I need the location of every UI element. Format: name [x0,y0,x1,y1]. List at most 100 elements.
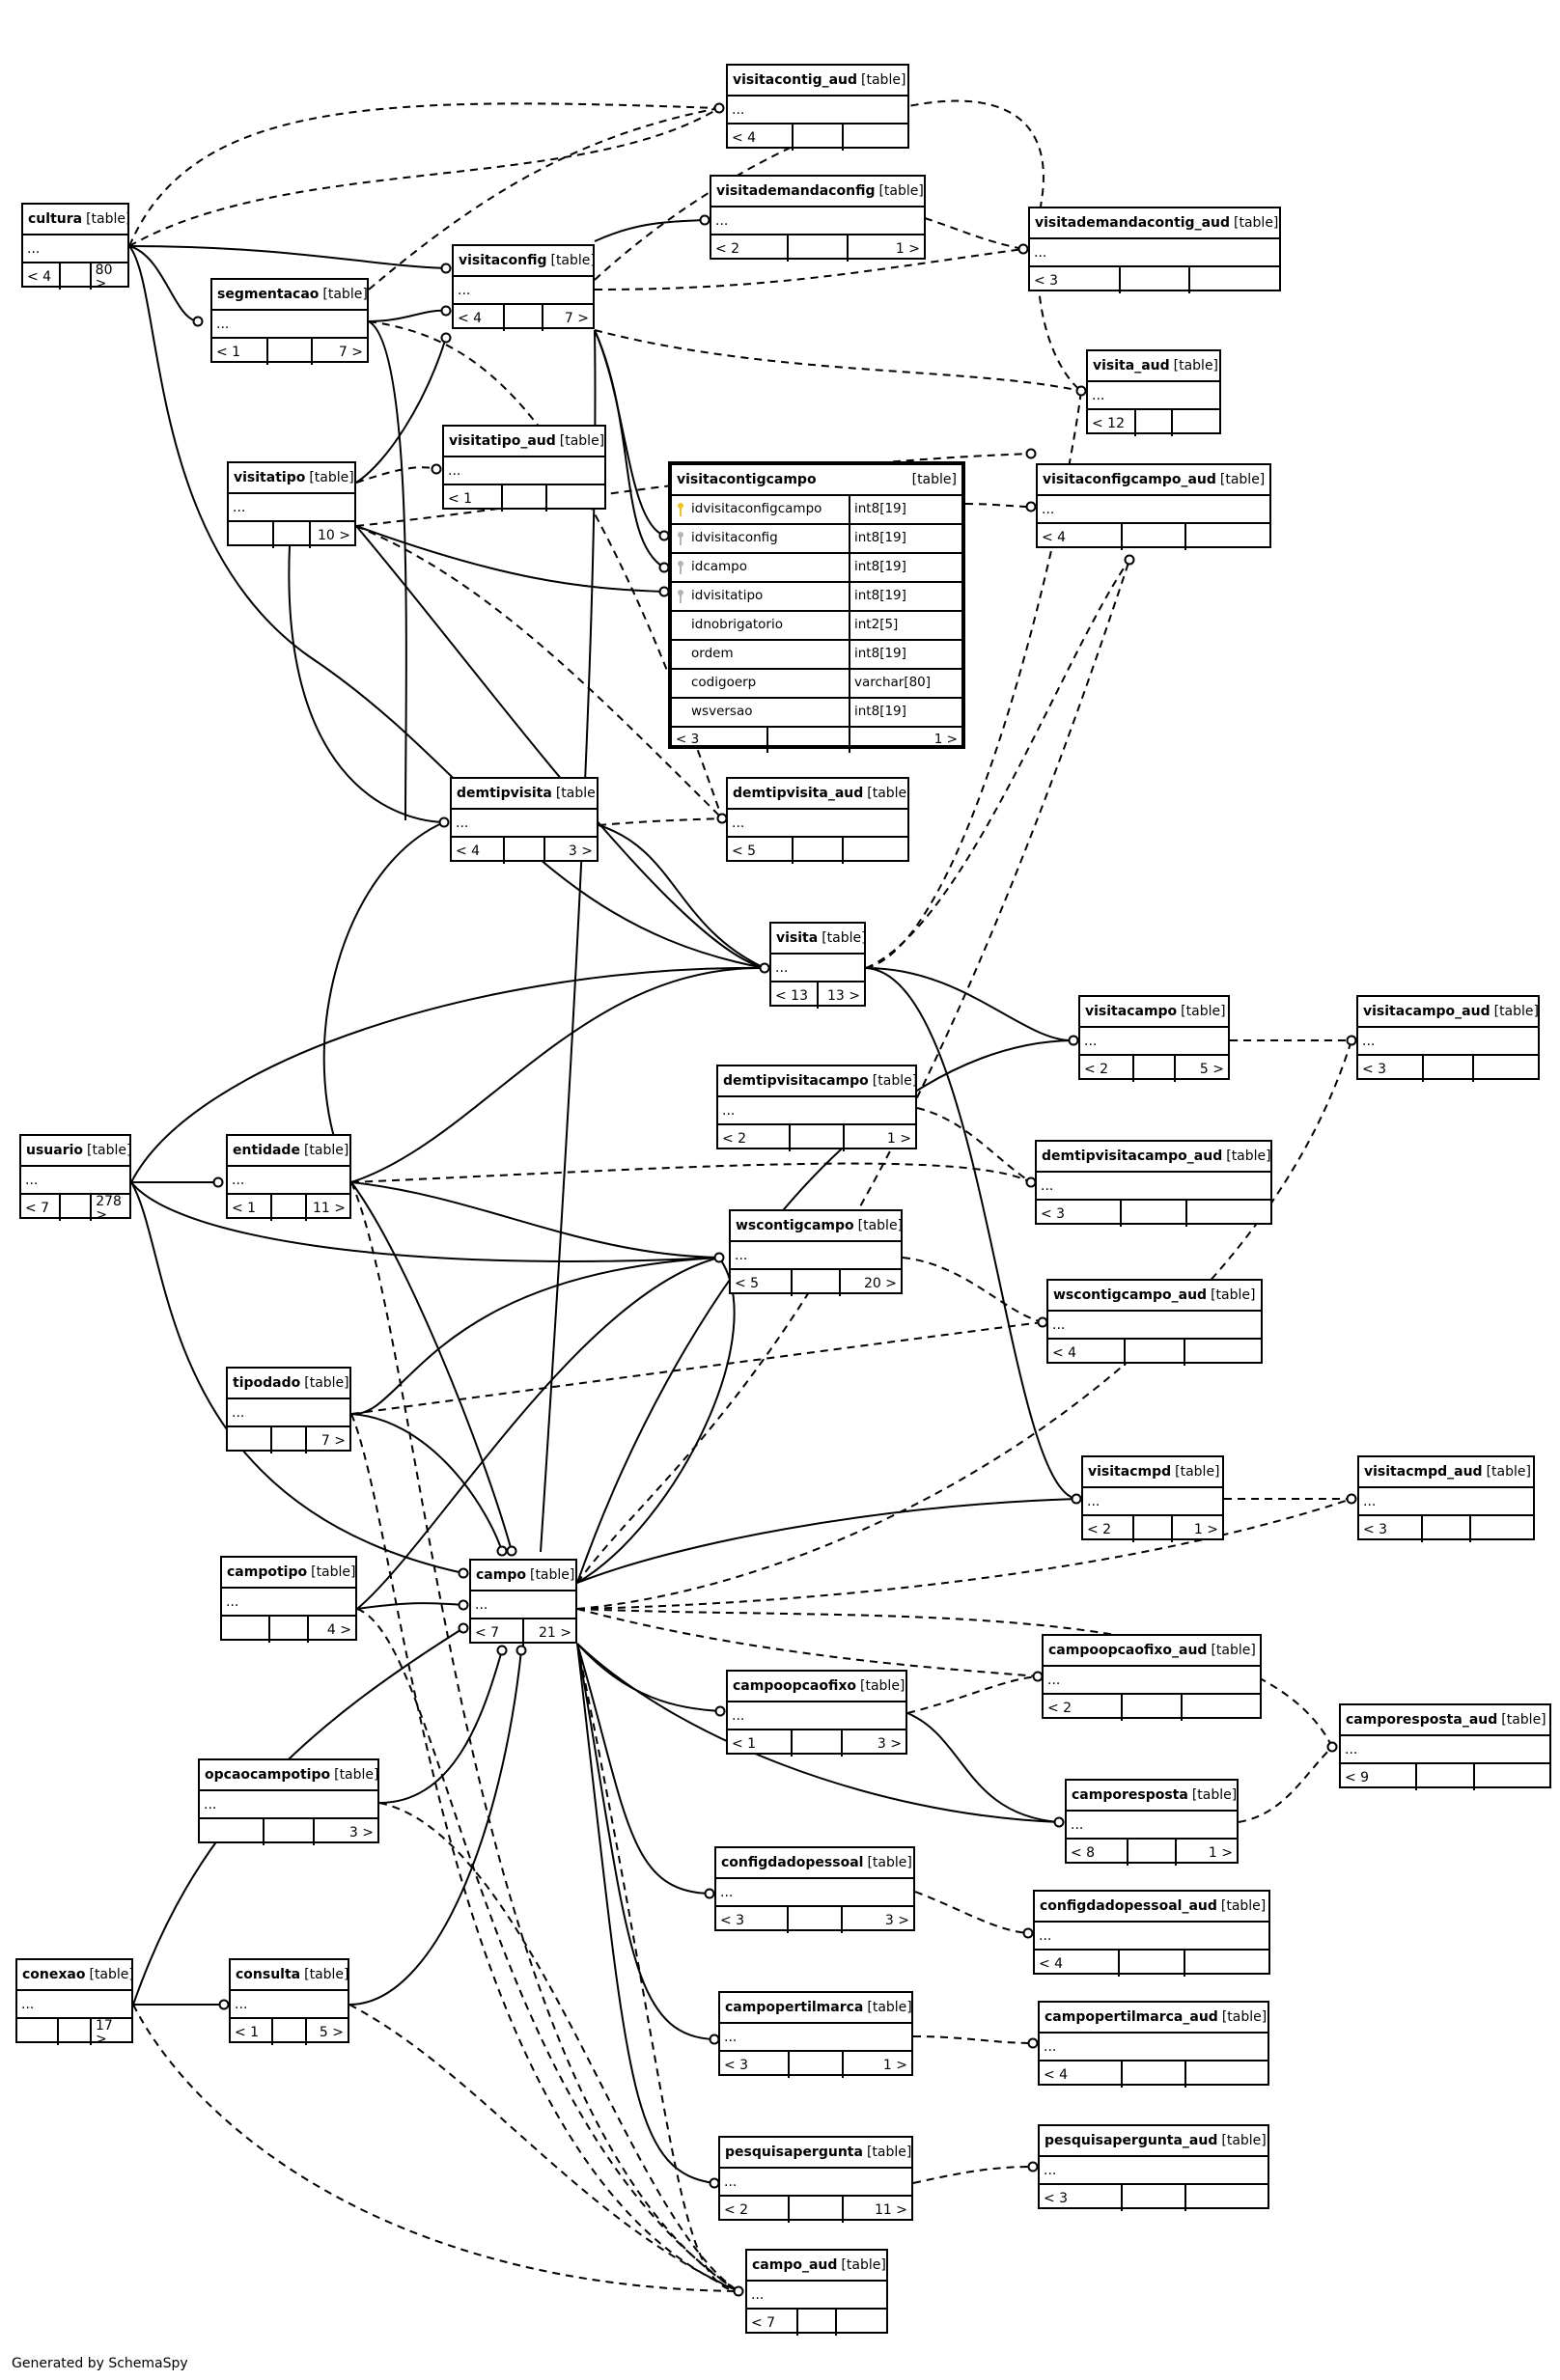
footer-children[interactable] [1183,1695,1260,1721]
footer-spacer[interactable] [1423,1516,1472,1542]
footer-parents[interactable]: < 1 [728,1730,794,1757]
footer-children[interactable] [1187,1201,1270,1227]
footer-parents[interactable]: < 7 [21,1195,61,1221]
footer-spacer[interactable] [1424,1056,1475,1082]
footer-parents[interactable]: < 3 [1030,267,1122,293]
table-opcaocampotipo[interactable]: opcaocampotipo[table]...3 > [198,1758,379,1845]
footer-spacer[interactable] [272,1195,308,1221]
table-columns-collapsed[interactable]: ... [23,235,127,263]
footer-parents[interactable]: < 5 [731,1270,794,1296]
footer-parents[interactable] [222,1617,271,1643]
footer-parents[interactable]: < 1 [228,1195,272,1221]
footer-children[interactable]: 11 > [313,1200,347,1216]
table-columns-collapsed[interactable]: ... [212,311,367,339]
table-columns-collapsed[interactable]: ... [1083,1488,1222,1516]
footer-children[interactable]: 7 > [320,1432,347,1449]
footer-spacer[interactable] [270,1617,309,1643]
table-columns-collapsed[interactable]: ... [454,277,593,305]
table-demtipvisita_aud[interactable]: demtipvisita_aud[table]...< 5 [726,777,909,864]
footer-parents[interactable]: < 4 [1040,2062,1124,2088]
table-columns-collapsed[interactable]: ... [1067,1812,1237,1840]
table-visitaconfigcampo_aud[interactable]: visitaconfigcampo_aud[table]...< 4 [1036,463,1271,550]
footer-spacer[interactable] [1123,524,1187,550]
footer-spacer[interactable] [268,339,313,365]
table-campo_aud[interactable]: campo_aud[table]...< 7 [745,2249,888,2336]
footer-parents[interactable] [228,1427,272,1453]
footer-spacer[interactable] [789,235,849,262]
footer-spacer[interactable] [61,263,92,290]
footer-parents[interactable]: < 7 [747,2310,798,2336]
table-columns-collapsed[interactable]: ... [716,1879,913,1907]
footer-spacer[interactable] [265,1819,315,1845]
footer-parents[interactable]: < 2 [1044,1695,1123,1721]
footer-children[interactable]: 7 > [338,344,364,360]
footer-parents[interactable]: < 1 [231,2019,274,2045]
table-columns-collapsed[interactable]: ... [228,1399,349,1427]
footer-spacer[interactable] [1136,410,1174,436]
table-columns-collapsed[interactable]: ... [228,1167,349,1195]
footer-parents[interactable]: < 4 [452,838,505,864]
table-columns-collapsed[interactable]: ... [17,1991,131,2019]
footer-parents[interactable]: < 9 [1341,1764,1417,1790]
table-columns-collapsed[interactable]: ... [747,2282,886,2310]
footer-spacer[interactable] [505,838,546,864]
footer-parents[interactable]: < 3 [1037,1201,1123,1227]
footer-spacer[interactable] [1134,1056,1177,1082]
table-visitademandacontig_aud[interactable]: visitademandacontig_aud[table]...< 3 [1028,207,1281,293]
footer-children[interactable]: 1 > [886,1130,911,1147]
table-columns-collapsed[interactable]: ... [229,494,354,522]
table-columns-collapsed[interactable]: ... [771,955,864,982]
table-columns-collapsed[interactable]: ... [1040,2157,1268,2185]
table-columns-collapsed[interactable]: ... [720,2024,911,2052]
footer-children[interactable]: 80 > [95,262,113,291]
footer-parents[interactable]: < 2 [711,235,790,262]
footer-spacer[interactable] [274,522,311,548]
footer-parents[interactable]: < 2 [718,1125,791,1151]
table-visitatipo[interactable]: visitatipo[table]...10 > [227,461,356,548]
footer-parents[interactable]: < 4 [1048,1340,1127,1366]
footer-children[interactable] [1186,2062,1268,2088]
footer-children[interactable]: 21 > [539,1624,571,1641]
footer-children[interactable] [837,2310,886,2336]
footer-children[interactable]: 5 > [319,2024,344,2040]
table-columns-collapsed[interactable]: ... [728,1702,905,1730]
table-pesquisapergunta_aud[interactable]: pesquisapergunta_aud[table]...< 3 [1038,2124,1269,2211]
footer-spacer[interactable] [791,1125,846,1151]
footer-children[interactable]: 1 > [1208,1844,1233,1861]
footer-children[interactable] [547,485,604,512]
footer-parents[interactable]: < 4 [454,305,505,331]
table-visitacontig_aud[interactable]: visitacontig_aud[table]...< 4 [726,64,909,151]
footer-parents[interactable]: < 3 [720,2052,791,2078]
table-columns-collapsed[interactable]: ... [471,1591,575,1619]
footer-spacer[interactable] [1134,1516,1174,1542]
table-camporesposta_aud[interactable]: camporesposta_aud[table]...< 9 [1339,1703,1551,1790]
footer-parents[interactable]: < 1 [212,339,269,365]
footer-parents[interactable]: < 3 [1358,1056,1424,1082]
footer-children[interactable]: 17 > [96,2017,113,2047]
table-columns-collapsed[interactable]: ... [1358,1028,1538,1056]
footer-spacer[interactable] [1417,1764,1476,1790]
footer-spacer[interactable] [1122,1201,1187,1227]
table-columns-collapsed[interactable]: ... [444,457,604,485]
table-columns-collapsed[interactable]: ... [231,1991,348,2019]
footer-parents[interactable]: < 3 [716,1907,789,1933]
footer-children[interactable]: 13 > [827,987,860,1004]
table-columns-collapsed[interactable]: ... [1044,1667,1260,1695]
footer-spacer[interactable] [798,2310,838,2336]
table-visitacmpd_aud[interactable]: visitacmpd_aud[table]...< 3 [1357,1455,1535,1542]
footer-parents[interactable]: < 3 [1040,2185,1124,2211]
footer-parents[interactable]: < 2 [1083,1516,1134,1542]
